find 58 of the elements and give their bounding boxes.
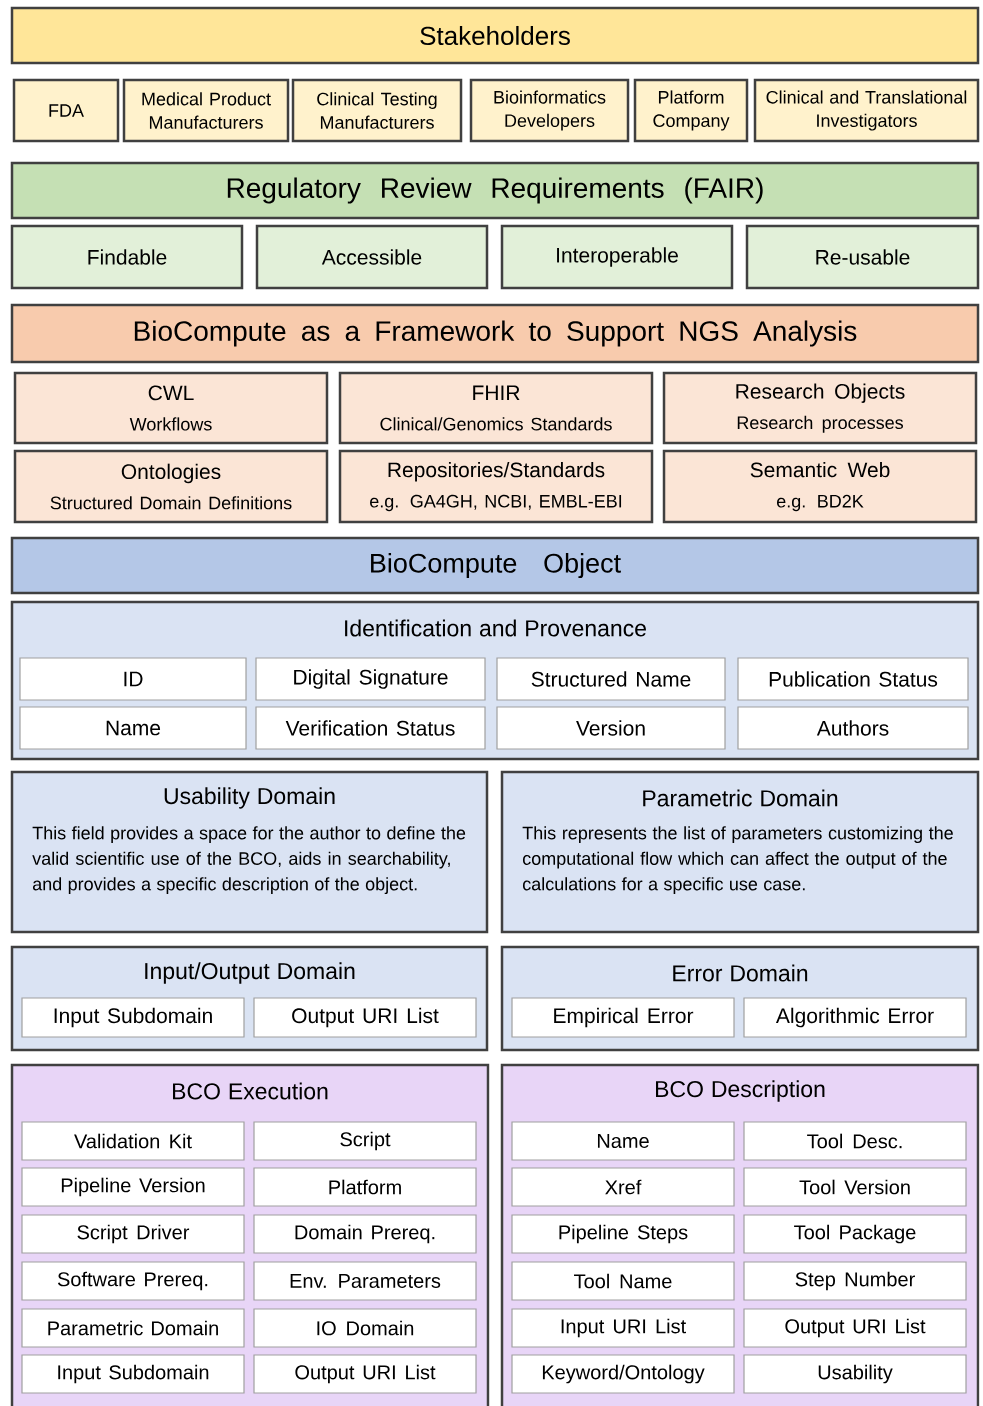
field-cell: Name [19, 706, 247, 750]
field-cell: Keyword/Ontology [511, 1354, 735, 1394]
category-box: Semantic Web e.g. BD2K [662, 449, 978, 524]
field-cell: Output URI List [253, 997, 477, 1038]
field-cell: Validation Kit [21, 1121, 245, 1161]
domain-panel: Usability Domain This field provides a space for the author to define the valid scientific use of the BCO, aids in searchability, and provides a specific description of the object. [10, 770, 489, 934]
category-box: Ontologies Structured Domain Definitions [13, 449, 329, 524]
field-cell: Xref [511, 1167, 735, 1207]
header-band: BioCompute as a Framework to Support NGS Analysis [10, 303, 980, 364]
category-box: Clinical and Translational Investigators [753, 78, 980, 143]
category-box: Medical Product Manufacturers [122, 78, 290, 143]
field-cell: Input Subdomain [21, 997, 245, 1038]
field-cell: Input URI List [511, 1308, 735, 1348]
category-box: CWL Workflows [13, 371, 329, 445]
header-band: BioCompute Object [10, 536, 980, 595]
field-cell: Input Subdomain [21, 1354, 245, 1394]
field-cell: Tool Desc. [743, 1121, 967, 1161]
category-box: Research Objects Research processes [662, 371, 978, 445]
field-cell: Platform [253, 1167, 477, 1207]
category-box: Findable [10, 224, 244, 290]
field-cell: Publication Status [737, 657, 969, 701]
category-box: Re-usable [745, 224, 980, 290]
field-cell: Authors [737, 706, 969, 750]
field-cell: Tool Version [743, 1167, 967, 1207]
field-cell: Structured Name [496, 657, 726, 701]
field-cell: Software Prereq. [21, 1261, 245, 1301]
field-cell: Output URI List [253, 1354, 477, 1394]
field-cell: Tool Package [743, 1214, 967, 1254]
field-cell: IO Domain [253, 1308, 477, 1348]
field-cell: Digital Signature [255, 657, 486, 701]
category-box: Repositories/Standards e.g. GA4GH, NCBI, EMBL-EBI [338, 449, 654, 524]
field-cell: Tool Name [511, 1261, 735, 1301]
field-cell: Name [511, 1121, 735, 1161]
category-box: Platform Company [633, 78, 749, 143]
header-band: Regulatory Review Requirements (FAIR) [10, 161, 980, 220]
field-cell: Verification Status [255, 706, 486, 750]
category-box: Bioinformatics Developers [469, 78, 630, 143]
field-cell: ID [19, 657, 247, 701]
field-cell: Empirical Error [511, 997, 735, 1038]
category-box: Accessible [255, 224, 489, 290]
field-cell: Domain Prereq. [253, 1214, 477, 1254]
domain-panel: Parametric Domain This represents the list of parameters customizing the computational flow which can affect the output of the calculations for a specific use case. [500, 770, 980, 934]
field-cell: Algorithmic Error [743, 997, 967, 1038]
field-cell: Pipeline Version [21, 1167, 245, 1207]
field-cell: Output URI List [743, 1308, 967, 1348]
field-cell: Script Driver [21, 1214, 245, 1254]
field-cell: Pipeline Steps [511, 1214, 735, 1254]
header-band: Stakeholders [10, 6, 980, 65]
field-cell: Step Number [743, 1261, 967, 1301]
field-cell: Env. Parameters [253, 1261, 477, 1301]
category-box: FHIR Clinical/Genomics Standards [338, 371, 654, 445]
category-box: Clinical Testing Manufacturers [291, 78, 463, 143]
field-cell: Usability [743, 1354, 967, 1394]
field-cell: Version [496, 706, 726, 750]
field-cell: Script [253, 1121, 477, 1161]
category-box: Interoperable [500, 224, 734, 290]
field-cell: Parametric Domain [21, 1308, 245, 1348]
category-box: FDA [12, 78, 120, 143]
